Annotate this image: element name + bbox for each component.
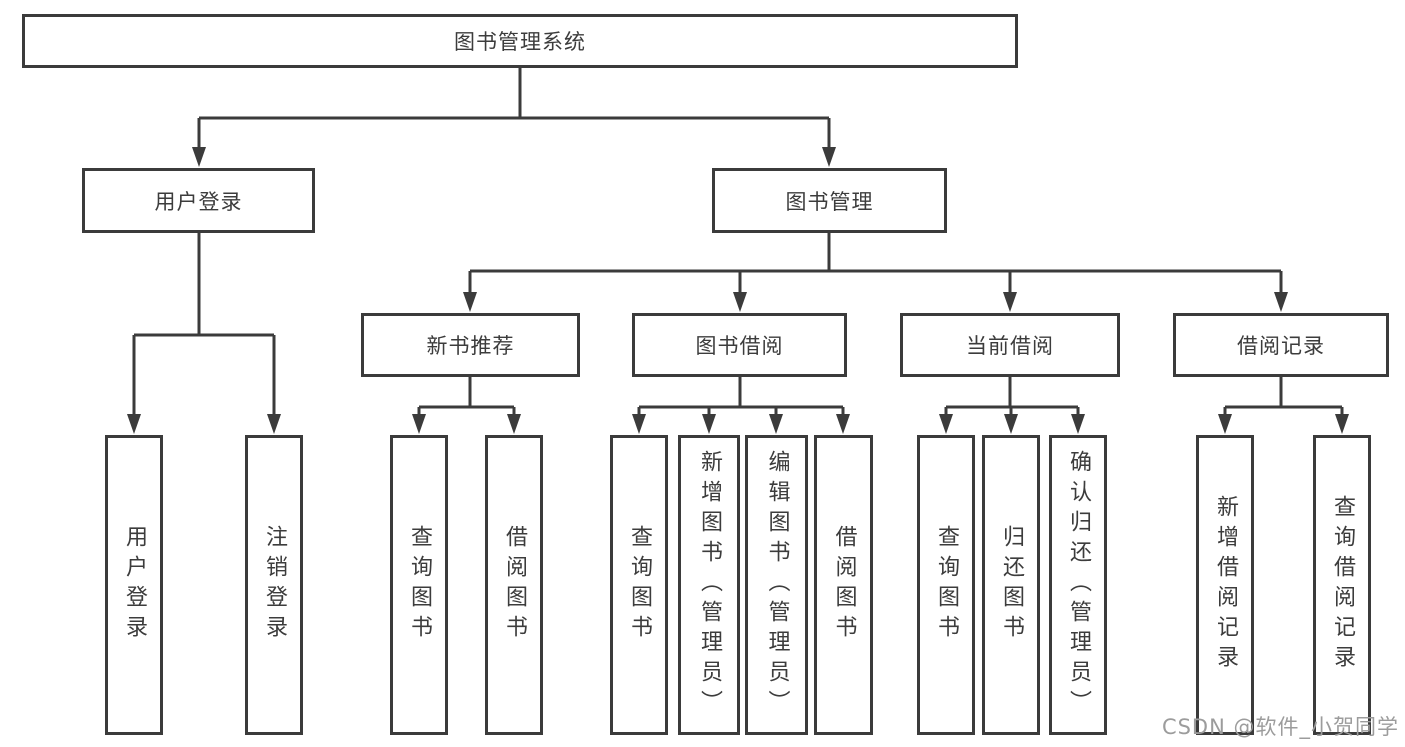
node-user-login: 用户登录 [82,168,315,233]
node-label: 图书借阅 [695,334,784,358]
leaf-query-books-borrow: 查询图书 [610,435,668,735]
leaf-query-books-current: 查询图书 [917,435,975,735]
node-book-management: 图书管理 [712,168,947,233]
node-label: 图书管理系统 [454,30,586,54]
node-label: 归还图书 [999,525,1024,645]
node-label: 查询借阅记录 [1330,495,1355,675]
leaf-borrow-books-recommend: 借阅图书 [485,435,543,735]
node-book-borrow: 图书借阅 [632,313,847,377]
node-label: 新增图书（管理员） [697,450,722,720]
node-current-borrow: 当前借阅 [900,313,1120,377]
leaf-logout: 注销登录 [245,435,303,735]
arrowhead-icons [127,147,1349,434]
node-label: 注销登录 [262,525,287,645]
node-label: 确认归还（管理员） [1066,450,1091,720]
leaf-confirm-return-admin: 确认归还（管理员） [1049,435,1107,735]
node-label: 编辑图书（管理员） [764,450,790,720]
node-label: 用户登录 [122,525,147,645]
csdn-watermark: CSDN @软件_小贺同学 [1161,715,1399,739]
node-borrow-records: 借阅记录 [1173,313,1389,377]
leaf-query-books-recommend: 查询图书 [390,435,448,735]
node-label: 借阅图书 [502,525,527,645]
leaf-query-borrow-record: 查询借阅记录 [1313,435,1371,735]
node-label: 借阅图书 [831,525,857,645]
node-label: 查询图书 [407,525,432,645]
leaf-edit-books-admin: 编辑图书（管理员） [745,435,808,735]
leaf-borrow-books: 借阅图书 [814,435,873,735]
leaf-user-login: 用户登录 [105,435,163,735]
node-label: 新增借阅记录 [1213,495,1238,675]
node-label: 用户登录 [154,189,243,214]
node-label: 当前借阅 [966,334,1054,358]
node-library-management-system: 图书管理系统 [22,14,1018,68]
node-label: 图书管理 [785,189,874,214]
leaf-return-books: 归还图书 [982,435,1040,735]
node-new-book-recommend: 新书推荐 [361,313,580,377]
node-label: 借阅记录 [1237,334,1325,358]
node-label: 新书推荐 [426,334,515,358]
leaf-add-books-admin: 新增图书（管理员） [678,435,740,735]
node-label: 查询图书 [627,525,652,645]
node-label: 查询图书 [934,525,959,645]
leaf-add-borrow-record: 新增借阅记录 [1196,435,1254,735]
